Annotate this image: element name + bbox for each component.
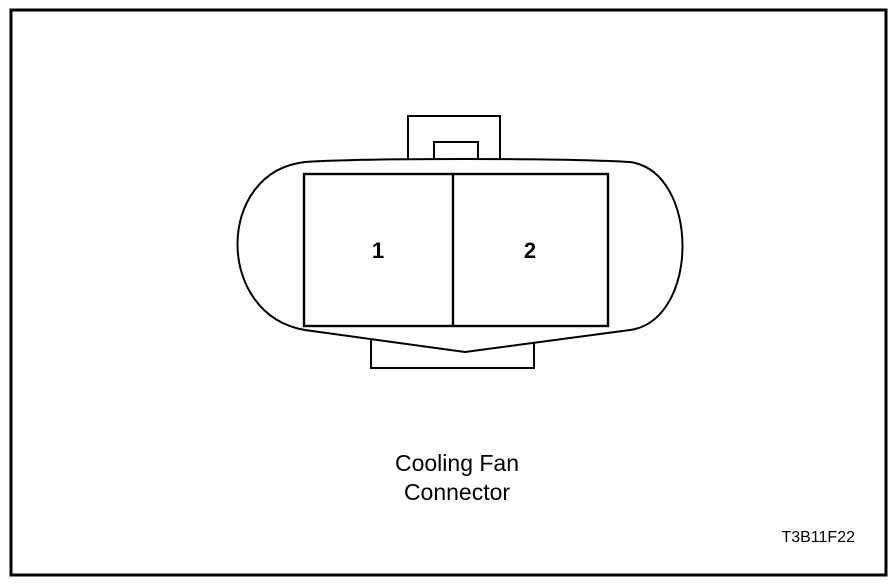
caption-line-1: Cooling Fan bbox=[395, 450, 519, 476]
diagram-frame bbox=[9, 8, 888, 577]
caption-line-2: Connector bbox=[404, 479, 510, 505]
pin-cavity-block bbox=[302, 172, 610, 328]
pin-2-label: 2 bbox=[524, 238, 536, 263]
figure-id: T3B11F22 bbox=[781, 529, 855, 546]
pin-1-label: 1 bbox=[372, 238, 384, 263]
